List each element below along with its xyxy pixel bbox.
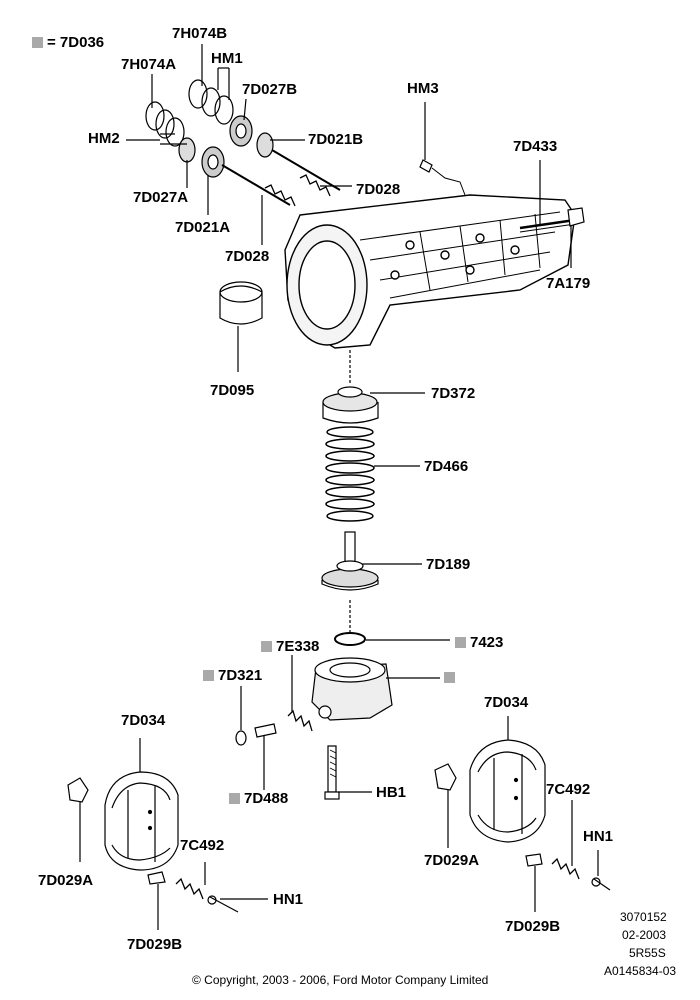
meta-model: 5R55S [629, 946, 666, 960]
copyright: © Copyright, 2003 - 2006, Ford Motor Com… [192, 973, 489, 987]
label-7a179: 7A179 [546, 275, 591, 292]
label-7d029b-left: 7D029B [127, 936, 183, 953]
label-7d028-upper: 7D028 [356, 181, 401, 198]
hm3-bolt [419, 102, 433, 173]
meta-date: 02-2003 [622, 928, 667, 942]
label-7c492-right: 7C492 [546, 781, 591, 798]
label-7d021a: 7D021A [175, 219, 231, 236]
sq-7e338 [261, 641, 272, 652]
label-7d189: 7D189 [426, 556, 471, 573]
servo-body [311, 600, 455, 721]
label-hm3: HM3 [407, 80, 439, 97]
sq-7d321 [203, 670, 214, 681]
label-7d466: 7D466 [424, 458, 469, 475]
7d321-plug [235, 686, 277, 790]
meta-ref: A0145834-03 [604, 964, 677, 978]
label-hm1: HM1 [211, 50, 243, 67]
shift-rod [519, 160, 585, 268]
sq-7d488 [229, 793, 240, 804]
label-hb1: HB1 [376, 784, 407, 801]
legend-marker [32, 37, 43, 48]
label-7d488-text: 7D488 [244, 790, 289, 807]
legend: = 7D036 [32, 34, 104, 51]
label-7d488: 7D488 [229, 791, 288, 806]
label-7h074b: 7H074B [172, 25, 228, 42]
label-7d027b: 7D027B [242, 81, 298, 98]
7d189-piston [321, 531, 422, 591]
label-7d433: 7D433 [513, 138, 558, 155]
label-7d029a-left: 7D029A [38, 872, 94, 889]
upper-servo-assemblies [126, 44, 352, 245]
label-7d029a-right: 7D029A [424, 852, 480, 869]
label-7h074a: 7H074A [121, 56, 177, 73]
7d372-piston [322, 350, 425, 424]
label-7d034-right: 7D034 [484, 694, 529, 711]
label-7d321-text: 7D321 [218, 667, 263, 684]
label-7d029b-right: 7D029B [505, 918, 561, 935]
label-7d027a: 7D027A [133, 189, 189, 206]
right-band-assembly [434, 716, 611, 912]
label-7d034-left: 7D034 [121, 712, 166, 729]
label-7423-text: 7423 [470, 634, 504, 651]
label-7d372: 7D372 [431, 385, 476, 402]
transmission-case [284, 167, 576, 349]
7d466-spring [325, 426, 420, 522]
legend-text: = 7D036 [47, 34, 105, 51]
7423-o-ring [334, 632, 450, 646]
hb1-bolt [324, 745, 372, 800]
sq-7423 [455, 637, 466, 648]
label-hm2: HM2 [88, 130, 120, 147]
7d095-ring [219, 281, 263, 372]
label-7d095: 7D095 [210, 382, 255, 399]
meta-id: 3070152 [620, 910, 667, 924]
label-hn1-right: HN1 [583, 828, 614, 845]
label-hn1-left: HN1 [273, 891, 304, 908]
left-band-assembly [67, 738, 268, 930]
label-7d021b: 7D021B [308, 131, 364, 148]
label-7d321: 7D321 [203, 668, 262, 683]
label-7423: 7423 [455, 635, 503, 650]
7e338-spring [287, 655, 313, 732]
label-7d028-lower: 7D028 [225, 248, 270, 265]
label-7c492-left: 7C492 [180, 837, 225, 854]
label-7e338-text: 7E338 [276, 638, 320, 655]
label-7e338: 7E338 [261, 639, 319, 654]
